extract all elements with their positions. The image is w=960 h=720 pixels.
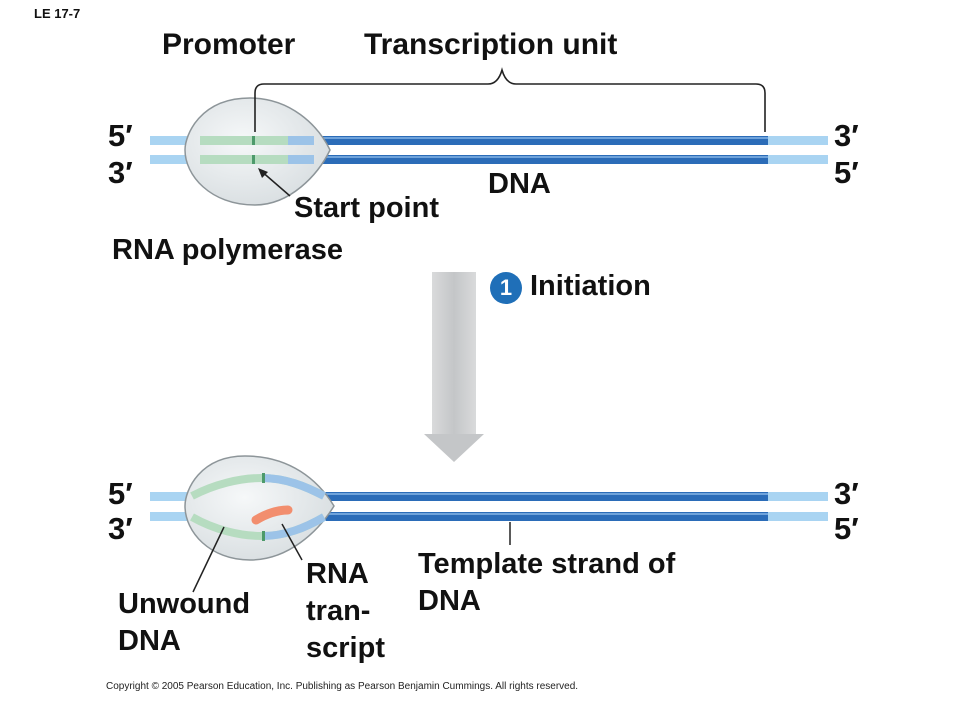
bottom-right-lower-end: 5′ xyxy=(834,511,859,546)
transcription-unit-bracket xyxy=(254,67,766,132)
bottom-left-lower-end: 3′ xyxy=(108,511,133,546)
top-left-lower-end: 3′ xyxy=(108,155,133,190)
rna-polymerase-bottom xyxy=(184,455,335,561)
top-dna xyxy=(150,136,828,164)
step-arrow xyxy=(424,272,484,462)
rna-transcript-label: RNA tran- script xyxy=(306,558,385,665)
unwound-dna-pointer xyxy=(192,526,225,593)
template-strand-label: Template strand of DNA xyxy=(418,548,676,618)
rna-polymerase-top xyxy=(184,97,331,206)
promoter-label: Promoter xyxy=(162,28,296,61)
bottom-right-upper-end: 3′ xyxy=(834,476,859,511)
figure-id: LE 17-7 xyxy=(34,6,81,21)
copyright-notice: Copyright © 2005 Pearson Education, Inc.… xyxy=(106,681,579,692)
start-point-label: Start point xyxy=(294,192,439,224)
top-right-lower-end: 5′ xyxy=(834,155,859,190)
rna-polymerase-label: RNA polymerase xyxy=(112,234,344,266)
initiation-label: Initiation xyxy=(530,270,651,302)
bottom-dna xyxy=(150,492,828,521)
top-right-upper-end: 3′ xyxy=(834,118,859,153)
rna-transcript-pointer xyxy=(281,523,303,561)
transcription-unit-label: Transcription unit xyxy=(364,28,618,61)
unwound-dna-label: Unwound DNA xyxy=(118,588,251,658)
bottom-left-upper-end: 5′ xyxy=(108,476,133,511)
rna-transcript-segment xyxy=(251,505,293,525)
dna-label: DNA xyxy=(488,168,551,200)
top-left-upper-end: 5′ xyxy=(108,118,133,153)
promoter-region xyxy=(200,136,314,164)
step-number-badge: 1 xyxy=(490,272,522,304)
